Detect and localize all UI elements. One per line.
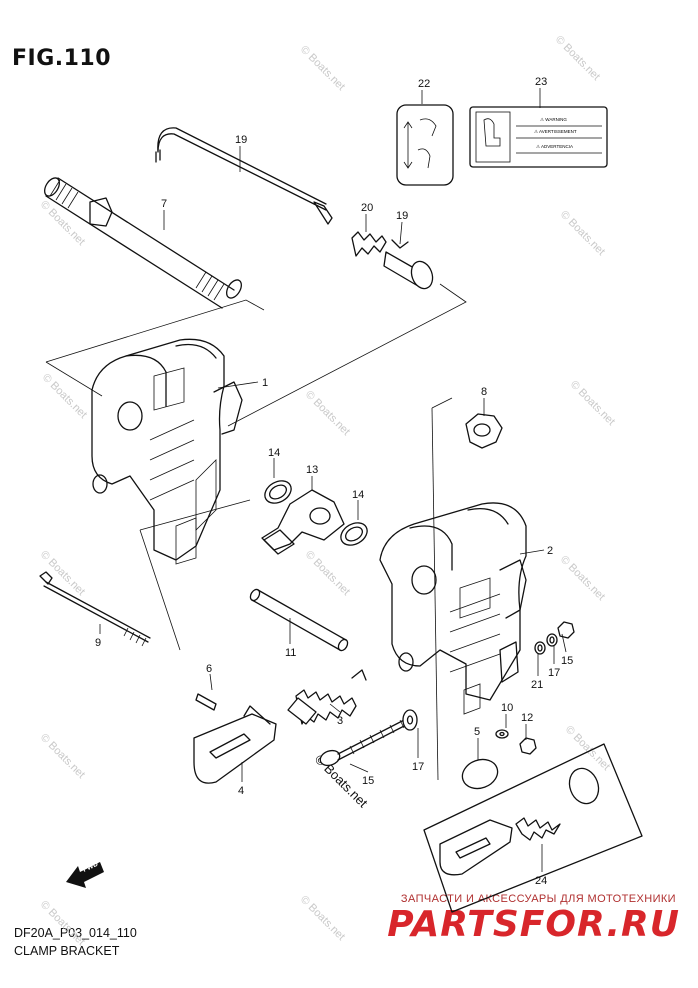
part-2-clamp-bracket-starboard [379, 502, 527, 715]
callout-3: 3 [337, 715, 343, 727]
callout-25: 24 [535, 875, 547, 887]
callout-4: 4 [238, 785, 244, 797]
watermark-text: © Boats.net [298, 44, 347, 93]
part-1-clamp-bracket-port [91, 338, 243, 565]
part-11-tube [249, 588, 349, 652]
part-18-washer [546, 633, 558, 647]
part-20-knob [383, 239, 434, 290]
callout-24: 23 [535, 76, 547, 88]
part-10-washer [495, 729, 509, 739]
part-5-pad [461, 758, 499, 790]
callout-20: 19 [396, 210, 408, 222]
callout-5: 5 [474, 726, 480, 738]
watermark-text: © Boats.net [40, 372, 89, 421]
part-23-label-sticker [396, 104, 454, 186]
part-24-warning-label: ⚠ WARNING ⚠ AVERTISSEMENT ⚠ ADVERTENCIA [469, 106, 608, 168]
callout-14: 14 [268, 447, 280, 459]
part-7-pivot-tube [44, 177, 242, 309]
callout-21: 20 [361, 202, 373, 214]
watermark-text: © Boats.net [558, 209, 607, 258]
part-12-nut [519, 737, 537, 755]
part-14-bushing-lower [340, 522, 368, 546]
fwd-arrow-icon: FWD [66, 861, 104, 888]
watermark-text: © Boats.net [303, 389, 352, 438]
diagram-code: DF20A_P03_014_110 [14, 926, 137, 940]
part-3-spring [287, 669, 367, 725]
part-6-pin [195, 693, 217, 711]
label24-line-2: ⚠ AVERTISSEMENT [534, 129, 577, 134]
leader-lines [99, 88, 567, 872]
callout-8: 8 [481, 386, 487, 398]
label24-line-1: ⚠ WARNING [540, 117, 567, 122]
watermark-text: © Boats.net [38, 732, 87, 781]
shop-watermark-logo: PARTSFOR.RU [387, 904, 680, 945]
part-13-lock-plate [261, 489, 345, 555]
callout-14-lower: 14 [352, 489, 364, 501]
watermark-text: © Boats.net [303, 549, 352, 598]
watermarks: © Boats.net © Boats.net © Boats.net © Bo… [38, 34, 617, 948]
figure-title: FIG.110 [12, 46, 112, 71]
callout-17: 17 [412, 761, 424, 773]
callout-12: 12 [521, 712, 533, 724]
part-21-spring [351, 231, 387, 257]
callout-9: 9 [95, 637, 101, 649]
callout-6: 6 [206, 663, 212, 675]
callout-7: 7 [161, 198, 167, 210]
watermark-text: © Boats.net [38, 899, 87, 948]
part-17-washer [402, 709, 418, 731]
callout-10: 10 [501, 702, 513, 714]
diagram-caption: CLAMP BRACKET [14, 944, 120, 958]
callout-13: 13 [306, 464, 318, 476]
part-4-lever [193, 705, 277, 784]
label24-line-3: ⚠ ADVERTENCIA [536, 144, 573, 149]
callout-19: 19 [235, 134, 247, 146]
callout-22: 21 [531, 679, 543, 691]
callout-16: 15 [561, 655, 573, 667]
part-25-lever-assembly [423, 743, 643, 913]
shop-watermark-line: ЗАПЧАСТИ И АКСЕССУАРЫ ДЛЯ МОТОТЕХНИКИ [400, 893, 676, 905]
part-19-tilt-rod [155, 127, 333, 225]
callout-15: 15 [362, 775, 374, 787]
callout-numbers: 22 23 19 7 20 19 1 8 14 13 14 2 15 17 21… [95, 76, 573, 887]
watermark-text: © Boats.net [558, 554, 607, 603]
part-9-long-bolt [39, 571, 151, 647]
part-16-nut [557, 621, 575, 639]
part-14-bushing-upper [264, 480, 292, 504]
callout-11: 11 [285, 647, 296, 659]
part-15-adjust-bolt [319, 717, 409, 767]
callout-2: 2 [547, 545, 553, 557]
watermark-text: © Boats.net [563, 724, 612, 773]
callout-23: 22 [418, 78, 430, 90]
watermark-text: © Boats.net [298, 894, 347, 943]
watermark-text: © Boats.net [553, 34, 602, 83]
watermark-text: © Boats.net [568, 379, 617, 428]
callout-18: 17 [548, 667, 560, 679]
part-8-nut [465, 413, 503, 449]
part-22-washer [534, 641, 546, 655]
callout-1: 1 [262, 377, 268, 389]
